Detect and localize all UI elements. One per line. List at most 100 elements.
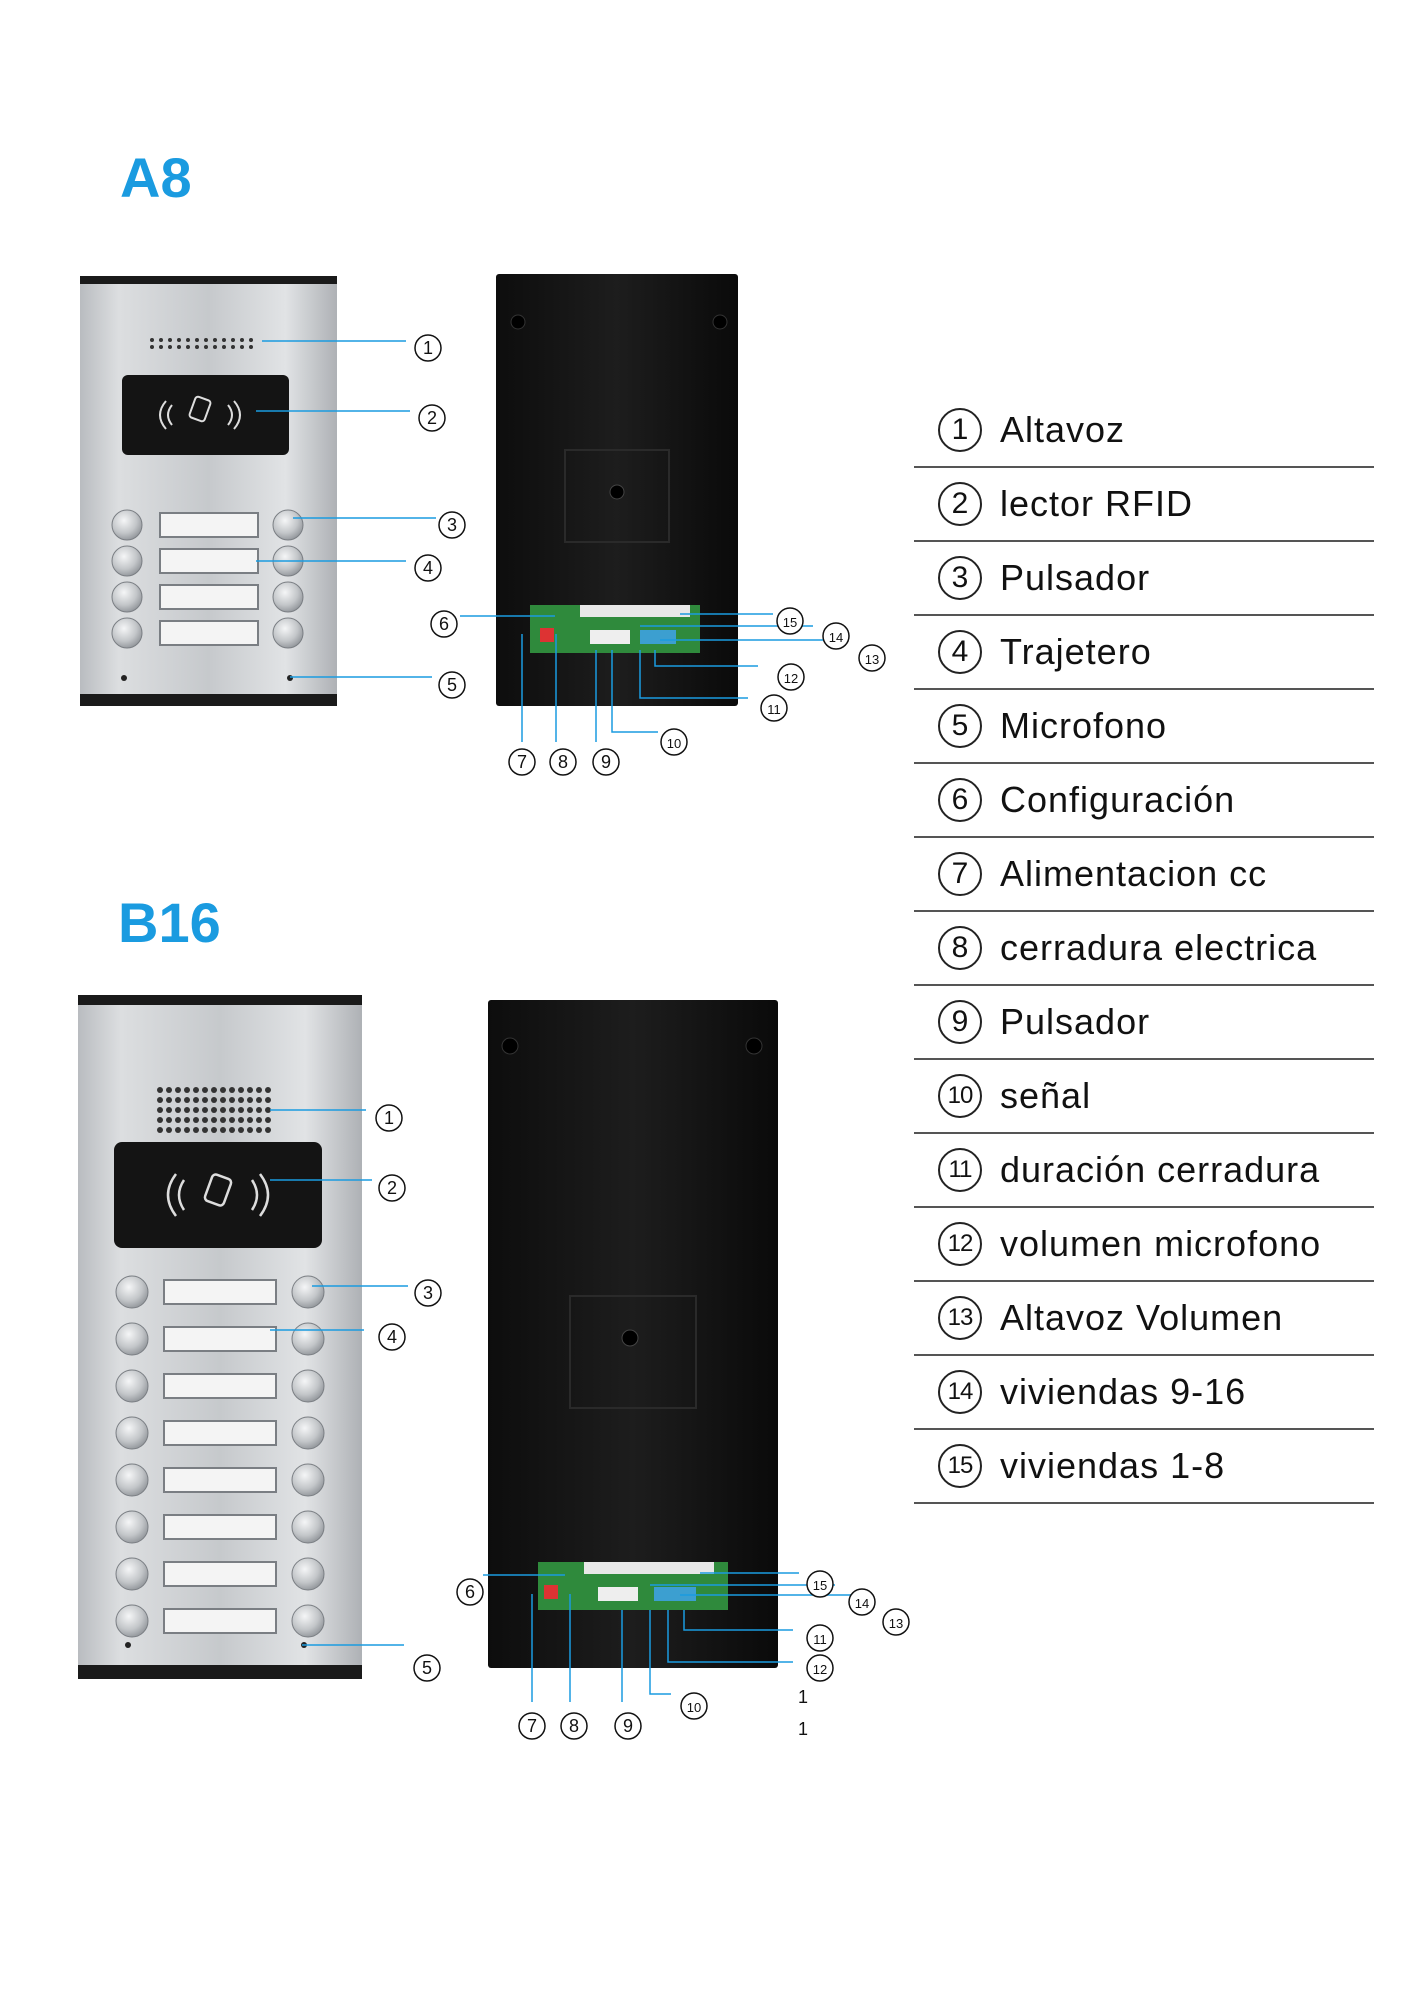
b16-title: B16 xyxy=(118,891,221,954)
callout-marker-2: 2 xyxy=(378,1174,406,1202)
legend-number-badge: 14 xyxy=(938,1370,982,1414)
legend-row: 1 Altavoz xyxy=(914,394,1374,468)
callout-marker-15: 15 xyxy=(806,1570,834,1598)
legend-row: 12 volumen microfono xyxy=(914,1208,1374,1282)
callout-marker-9: 9 xyxy=(592,748,620,776)
call-button xyxy=(111,545,143,577)
stray-digit-2: 1 xyxy=(798,1719,808,1739)
b16-back-housing xyxy=(488,1000,778,1668)
callout-number: 10 xyxy=(687,1700,701,1715)
legend-number-badge: 15 xyxy=(938,1444,982,1488)
call-button xyxy=(291,1463,325,1497)
callout-number: 9 xyxy=(623,1716,633,1736)
callout-marker-5: 5 xyxy=(438,671,466,699)
call-button xyxy=(272,581,304,613)
callout-marker-9: 9 xyxy=(614,1712,642,1740)
callout-number: 15 xyxy=(783,615,797,630)
call-button xyxy=(291,1510,325,1544)
callout-marker-8: 8 xyxy=(560,1712,588,1740)
callout-number: 12 xyxy=(813,1662,827,1677)
callout-number: 14 xyxy=(855,1596,869,1611)
callout-marker-3: 3 xyxy=(438,511,466,539)
callout-number: 9 xyxy=(601,752,611,772)
call-button xyxy=(272,509,304,541)
callout-marker-6: 6 xyxy=(456,1578,484,1606)
callout-number: 7 xyxy=(527,1716,537,1736)
callout-number: 11 xyxy=(813,1632,827,1647)
b16-rfid-window xyxy=(114,1142,322,1248)
callout-marker-1: 1 xyxy=(414,334,442,362)
callout-marker-11: 11 xyxy=(806,1624,834,1652)
callout-number: 2 xyxy=(387,1178,397,1198)
call-button xyxy=(291,1557,325,1591)
callout-number: 11 xyxy=(767,702,781,717)
legend-label: duración cerradura xyxy=(1000,1149,1321,1190)
name-card-slot xyxy=(159,548,259,574)
call-button xyxy=(291,1604,325,1638)
call-button xyxy=(115,1604,149,1638)
a8-rfid-icon xyxy=(159,395,241,430)
callout-marker-12: 12 xyxy=(777,663,805,691)
name-card-slot xyxy=(163,1467,277,1493)
callout-marker-14: 14 xyxy=(848,1588,876,1616)
legend-label: Pulsador xyxy=(1000,1001,1151,1042)
callout-marker-7: 7 xyxy=(518,1712,546,1740)
a8-title: A8 xyxy=(120,146,192,209)
legend-label: Altavoz xyxy=(1000,409,1126,450)
legend-label: Altavoz Volumen xyxy=(1000,1297,1284,1338)
call-button xyxy=(291,1275,325,1309)
legend-number-badge: 11 xyxy=(938,1148,982,1192)
call-button xyxy=(115,1463,149,1497)
call-button xyxy=(115,1510,149,1544)
call-button xyxy=(111,581,143,613)
callout-number: 8 xyxy=(558,752,568,772)
legend-number-badge: 6 xyxy=(938,778,982,822)
call-button xyxy=(111,509,143,541)
callout-marker-4: 4 xyxy=(378,1323,406,1351)
call-button xyxy=(115,1416,149,1450)
legend-label: Alimentacion cc xyxy=(1000,853,1268,894)
callout-number: 10 xyxy=(667,736,681,751)
legend-row: 8 cerradura electrica xyxy=(914,912,1374,986)
callout-marker-7: 7 xyxy=(508,748,536,776)
callout-number: 13 xyxy=(889,1616,903,1631)
callout-marker-13: 13 xyxy=(882,1608,910,1636)
name-card-slot xyxy=(163,1608,277,1634)
callout-marker-1: 1 xyxy=(375,1104,403,1132)
call-button xyxy=(111,617,143,649)
call-button xyxy=(115,1322,149,1356)
callout-number: 8 xyxy=(569,1716,579,1736)
callout-number: 2 xyxy=(427,408,437,428)
legend-label: volumen microfono xyxy=(1000,1223,1322,1264)
name-card-slot xyxy=(159,584,259,610)
a8-front-panel xyxy=(80,276,337,706)
callout-marker-5: 5 xyxy=(413,1654,441,1682)
name-card-slot xyxy=(163,1420,277,1446)
name-card-slot xyxy=(163,1561,277,1587)
callout-number: 6 xyxy=(439,614,449,634)
callout-number: 3 xyxy=(423,1283,433,1303)
leader-lines xyxy=(256,340,870,1702)
legend-number-badge: 1 xyxy=(938,408,982,452)
name-card-slot xyxy=(163,1514,277,1540)
callout-marker-6: 6 xyxy=(430,610,458,638)
legend-number-badge: 8 xyxy=(938,926,982,970)
callout-marker-15: 15 xyxy=(776,607,804,635)
legend-label: viviendas 9-16 xyxy=(1000,1371,1247,1412)
callout-number: 5 xyxy=(447,675,457,695)
legend-number-badge: 12 xyxy=(938,1222,982,1266)
callout-marker-2: 2 xyxy=(418,404,446,432)
callout-marker-14: 14 xyxy=(822,622,850,650)
legend-label: cerradura electrica xyxy=(1000,927,1318,968)
callout-marker-10: 10 xyxy=(660,728,688,756)
call-button xyxy=(291,1369,325,1403)
b16-front-panel xyxy=(78,995,362,1679)
callout-marker-13: 13 xyxy=(858,644,886,672)
